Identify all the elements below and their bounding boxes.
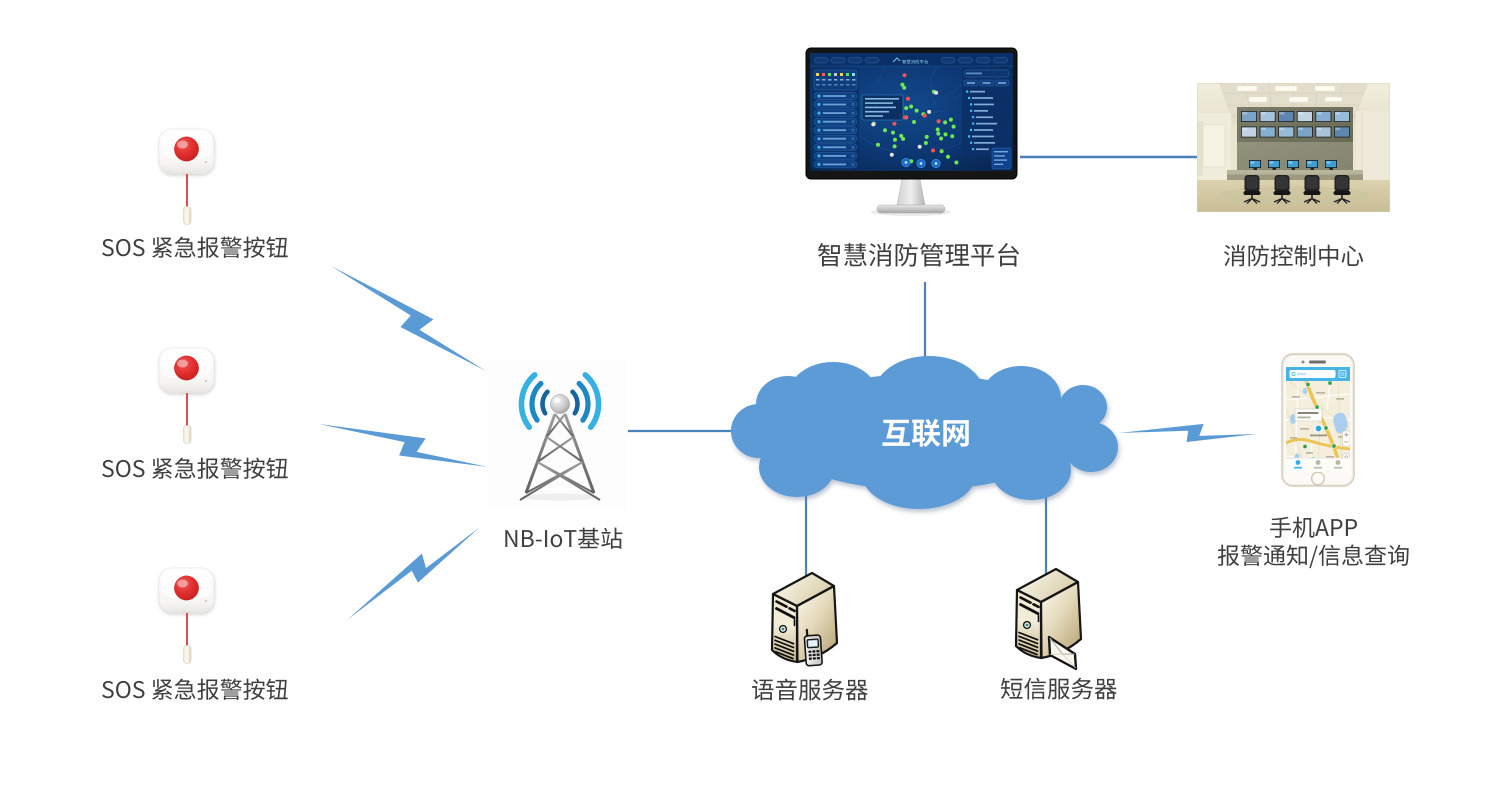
internet-cloud-shape <box>731 356 1118 509</box>
mobile-app-label-line1: 手机APP <box>1269 513 1358 542</box>
sos-button-2-label: SOS 紧急报警按钮 <box>101 454 289 483</box>
sos-device-icon-3 <box>158 567 215 664</box>
bolt-cloud-to-phone <box>1119 423 1257 443</box>
internet-cloud-label: 互联网 <box>881 414 971 452</box>
sms-server-icon <box>1014 567 1083 671</box>
sos-device-icon-2 <box>158 347 215 444</box>
voice-server-icon <box>770 571 839 667</box>
fire-control-center-label: 消防控制中心 <box>1223 241 1364 270</box>
sos-device-icon-1 <box>158 128 215 225</box>
bolt-sos1-to-station <box>331 266 486 371</box>
mobile-app-label-line2: 报警通知/信息查询 <box>1217 541 1410 570</box>
bolt-sos2-to-station <box>319 424 489 468</box>
control-room-photo <box>1197 83 1390 212</box>
bolt-sos3-to-station <box>347 527 481 620</box>
platform-monitor-icon <box>805 47 1018 216</box>
platform-screen-title: 智慧消防平台 <box>902 59 928 65</box>
voice-server-label: 语音服务器 <box>751 675 869 704</box>
nbiot-tower-icon <box>488 359 627 508</box>
sos-button-1-label: SOS 紧急报警按钮 <box>101 233 289 262</box>
base-station-label: NB-IoT基站 <box>503 524 623 553</box>
management-platform-label: 智慧消防管理平台 <box>817 239 1021 271</box>
mobile-app-phone-icon <box>1281 353 1355 487</box>
sos-button-3-label: SOS 紧急报警按钮 <box>101 675 289 704</box>
sms-server-label: 短信服务器 <box>1000 674 1118 703</box>
